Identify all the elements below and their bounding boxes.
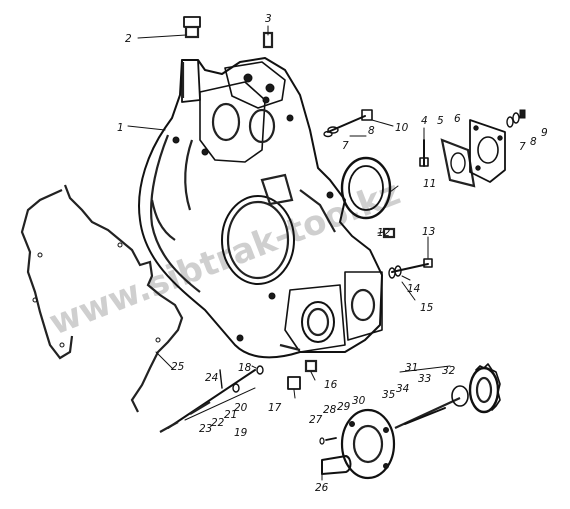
callout-21: 21 [224, 409, 237, 421]
callout-9: 9 [541, 127, 548, 139]
callout-5: 5 [437, 115, 444, 127]
callout-31: 31 [405, 362, 418, 374]
callout-17: 17 [268, 402, 282, 414]
callout-23: 23 [199, 423, 212, 435]
callout-7-right: 7 [519, 141, 526, 153]
callout-labels: 2 3 1 10 8 7 4 5 6 7 8 9 11 12 13 14 15 … [117, 13, 548, 494]
callout-35: 35 [382, 389, 396, 401]
callout-22: 22 [211, 417, 225, 429]
bolt-part-12 [382, 227, 396, 239]
oil-seal-part-11 [340, 156, 392, 220]
washers-right [506, 109, 526, 128]
callout-24: 24 [205, 372, 218, 384]
callout-25: 25 [171, 361, 185, 373]
callout-20: 20 [234, 402, 248, 414]
gasket-part-5 [440, 138, 476, 188]
washer-part-18 [256, 365, 264, 375]
callout-8-left: 8 [368, 125, 375, 137]
bolt-part-13 [388, 258, 433, 279]
callout-2: 2 [125, 33, 132, 45]
callout-7-left: 7 [342, 140, 349, 152]
plug-part-2 [183, 16, 201, 39]
callout-13: 13 [422, 226, 435, 238]
bolt-part-10 [323, 109, 373, 138]
leader-lines [127, 25, 451, 481]
callout-11: 11 [423, 178, 436, 190]
flange-part-6 [469, 119, 506, 183]
callout-8-right: 8 [530, 136, 537, 148]
gear-drive-assembly [319, 363, 501, 480]
callout-12: 12 [377, 227, 391, 239]
callout-30: 30 [352, 395, 366, 407]
flywheel-housing [138, 57, 383, 359]
callout-18: 18 [238, 362, 252, 374]
callout-32: 32 [442, 365, 456, 377]
stud-part-4 [419, 139, 429, 167]
callout-19: 19 [234, 427, 248, 439]
callout-14: 14 [407, 283, 420, 295]
indicator-assembly [159, 369, 256, 433]
callout-26: 26 [315, 482, 329, 494]
callout-34: 34 [396, 383, 409, 395]
callout-28: 28 [323, 404, 337, 416]
callout-16: 16 [324, 379, 338, 391]
callout-6: 6 [454, 113, 461, 125]
callout-4: 4 [421, 115, 428, 127]
callout-33: 33 [418, 373, 431, 385]
callout-10: 10 [395, 122, 409, 134]
callout-27: 27 [309, 414, 323, 426]
callout-29: 29 [337, 401, 351, 413]
callout-15: 15 [420, 302, 434, 314]
plug-part-17 [287, 376, 301, 390]
callout-1: 1 [117, 122, 124, 134]
plug-part-16 [304, 359, 318, 373]
housing-gasket [20, 184, 184, 413]
callout-3: 3 [265, 13, 272, 25]
